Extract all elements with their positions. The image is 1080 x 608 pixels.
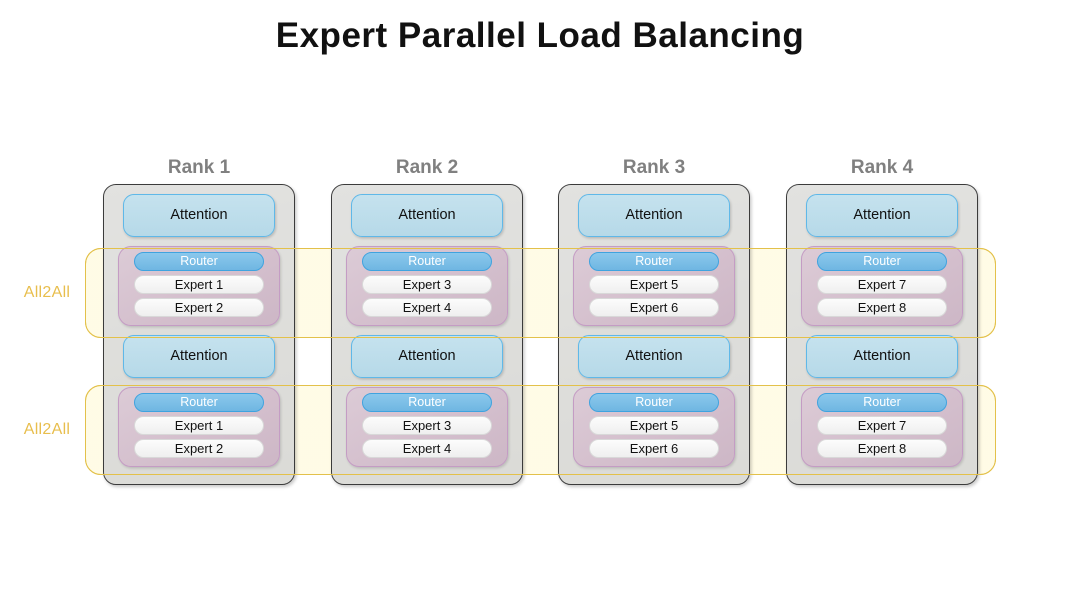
- router-block: Router: [362, 393, 492, 412]
- rank-column-3: Rank 3 Attention Router Expert 5 Expert …: [558, 156, 750, 485]
- expert-pill: Expert 2: [134, 439, 264, 458]
- expert-pill: Expert 1: [134, 275, 264, 294]
- expert-pill: Expert 4: [362, 439, 492, 458]
- expert-pill: Expert 5: [589, 275, 719, 294]
- rank-column-1: Rank 1 Attention Router Expert 1 Expert …: [103, 156, 295, 485]
- expert-pill: Expert 7: [817, 416, 947, 435]
- router-block: Router: [817, 393, 947, 412]
- expert-pill: Expert 2: [134, 298, 264, 317]
- expert-pill: Expert 1: [134, 416, 264, 435]
- rank-card-1: Attention Router Expert 1 Expert 2 Atten…: [103, 184, 295, 485]
- moe-block: Router Expert 5 Expert 6: [573, 246, 735, 326]
- attention-block: Attention: [806, 335, 958, 378]
- router-block: Router: [589, 252, 719, 271]
- expert-pill: Expert 8: [817, 298, 947, 317]
- attention-block: Attention: [351, 335, 503, 378]
- rank-column-4: Rank 4 Attention Router Expert 7 Expert …: [786, 156, 978, 485]
- page-title: Expert Parallel Load Balancing: [275, 16, 805, 55]
- layer-spacer: [104, 326, 294, 335]
- moe-block: Router Expert 7 Expert 8: [801, 387, 963, 467]
- attention-block: Attention: [123, 335, 275, 378]
- expert-pill: Expert 5: [589, 416, 719, 435]
- moe-block: Router Expert 3 Expert 4: [346, 246, 508, 326]
- rank-label-4: Rank 4: [850, 157, 914, 178]
- expert-pill: Expert 3: [362, 416, 492, 435]
- router-block: Router: [134, 393, 264, 412]
- attention-block: Attention: [123, 194, 275, 237]
- router-block: Router: [134, 252, 264, 271]
- attention-block: Attention: [578, 335, 730, 378]
- moe-block: Router Expert 1 Expert 2: [118, 246, 280, 326]
- layer-spacer: [559, 326, 749, 335]
- expert-pill: Expert 7: [817, 275, 947, 294]
- router-block: Router: [589, 393, 719, 412]
- router-block: Router: [817, 252, 947, 271]
- rank-card-4: Attention Router Expert 7 Expert 8 Atten…: [786, 184, 978, 485]
- router-block: Router: [362, 252, 492, 271]
- expert-pill: Expert 8: [817, 439, 947, 458]
- rank-label-1: Rank 1: [167, 157, 231, 178]
- attention-block: Attention: [351, 194, 503, 237]
- rank-card-3: Attention Router Expert 5 Expert 6 Atten…: [558, 184, 750, 485]
- all2all-label-1: All2All: [23, 284, 71, 301]
- rank-label-3: Rank 3: [622, 157, 686, 178]
- expert-pill: Expert 3: [362, 275, 492, 294]
- moe-block: Router Expert 5 Expert 6: [573, 387, 735, 467]
- attention-block: Attention: [806, 194, 958, 237]
- all2all-label-2: All2All: [23, 421, 71, 438]
- rank-card-2: Attention Router Expert 3 Expert 4 Atten…: [331, 184, 523, 485]
- moe-block: Router Expert 3 Expert 4: [346, 387, 508, 467]
- layer-spacer: [787, 326, 977, 335]
- expert-pill: Expert 6: [589, 298, 719, 317]
- attention-block: Attention: [578, 194, 730, 237]
- expert-pill: Expert 6: [589, 439, 719, 458]
- expert-pill: Expert 4: [362, 298, 492, 317]
- moe-block: Router Expert 7 Expert 8: [801, 246, 963, 326]
- moe-block: Router Expert 1 Expert 2: [118, 387, 280, 467]
- layer-spacer: [332, 326, 522, 335]
- rank-label-2: Rank 2: [395, 157, 459, 178]
- rank-column-2: Rank 2 Attention Router Expert 3 Expert …: [331, 156, 523, 485]
